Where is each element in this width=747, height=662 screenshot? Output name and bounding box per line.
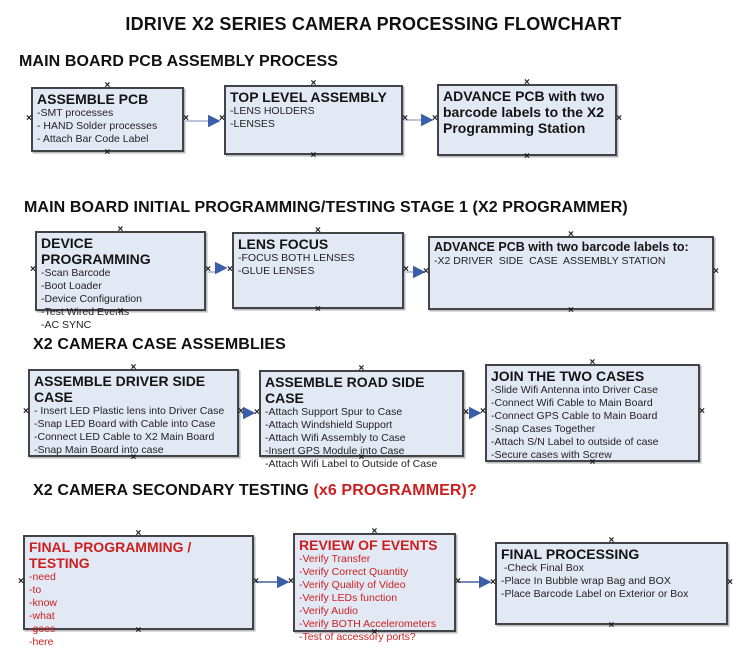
box-line: -Connect GPS Cable to Main Board <box>491 410 658 422</box>
box-line: -Attach S/N Label to outside of case <box>491 436 659 448</box>
box-line: -Test Wired Events <box>41 306 130 318</box>
flow-box-assemble-driver-side-case: ASSEMBLE DRIVER SIDE CASE - Insert LED P… <box>23 363 244 463</box>
flow-box-final-programming-testing: FINAL PROGRAMMING / TESTING -need -to -k… <box>18 529 259 649</box>
box-line: -LENS HOLDERS <box>230 105 315 117</box>
box-line: -Verify Transfer <box>299 553 371 565</box>
section-heading-red-suffix: (x6 PROGRAMMER)? <box>308 482 477 499</box>
box-line: -Verify LEDs function <box>299 592 398 604</box>
box-line: -AC SYNC <box>41 319 92 331</box>
box-line: -Snap Cases Together <box>491 423 596 435</box>
box-line: -Device Configuration <box>41 293 142 305</box>
box-line: -Place Barcode Label on Exterior or Box <box>501 588 689 600</box>
box-line: - HAND Solder processes <box>37 120 158 132</box>
box-line: -Secure cases with Screw <box>491 449 612 461</box>
box-line: -Boot Loader <box>41 280 102 292</box>
box-line: -Insert GPS Module into Case <box>265 445 405 457</box>
box-line: -LENSES <box>230 118 275 130</box>
flow-box-final-processing: FINAL PROCESSING -Check Final Box -Place… <box>490 536 733 631</box>
section-heading-pcb-assembly: MAIN BOARD PCB ASSEMBLY PROCESS <box>19 53 338 70</box>
box-line: -Attach Support Spur to Case <box>265 406 403 418</box>
flow-box-device-programming: DEVICE PROGRAMMING -Scan Barcode -Boot L… <box>30 225 211 332</box>
box-line: - Insert LED Plastic lens into Driver Ca… <box>34 405 225 417</box>
box-line: -here <box>29 636 54 648</box>
box-line: -X2 DRIVER SIDE CASE ASSEMBLY STATION <box>434 255 666 267</box>
flow-box-top-level-assembly: TOP LEVEL ASSEMBLY -LENS HOLDERS -LENSES… <box>219 79 408 161</box>
box-line: -goes <box>29 623 56 635</box>
box-line: -Test of accessory ports? <box>299 631 416 643</box>
box-title: FINAL PROGRAMMING / TESTING <box>29 539 192 571</box>
box-title: ASSEMBLE DRIVER SIDE CASE <box>34 373 206 405</box>
box-line: -know <box>29 597 58 609</box>
box-line: -what <box>29 610 55 622</box>
box-title: ASSEMBLE PCB <box>37 91 149 107</box>
flow-box-lens-focus: LENS FOCUS -FOCUS BOTH LENSES -GLUE LENS… <box>227 226 409 315</box>
section-heading-case-assemblies: X2 CAMERA CASE ASSEMBLIES <box>33 336 286 353</box>
flow-box-advance-pcb-programming-station: ADVANCE PCB with two barcode labels to t… <box>432 78 622 162</box>
box-line: -Scan Barcode <box>41 267 111 279</box>
box-line: -SMT processes <box>37 107 114 119</box>
box-title: LENS FOCUS <box>238 236 329 252</box>
box-title: ADVANCE PCB with two barcode labels to: <box>434 240 689 254</box>
box-title: FINAL PROCESSING <box>501 546 640 562</box>
box-title: REVIEW OF EVENTS <box>299 537 438 553</box>
page-title: IDRIVE X2 SERIES CAMERA PROCESSING FLOWC… <box>125 14 622 34</box>
section-heading-initial-programming: MAIN BOARD INITIAL PROGRAMMING/TESTING S… <box>24 199 628 216</box>
box-line: -Connect LED Cable to X2 Main Board <box>34 431 215 443</box>
box-title: ASSEMBLE ROAD SIDE CASE <box>265 374 425 406</box>
box-line: -Verify Correct Quantity <box>299 566 409 578</box>
arrow-device-to-lensfocus <box>208 261 228 275</box>
box-line: -Check Final Box <box>501 562 584 574</box>
box-line: -FOCUS BOTH LENSES <box>238 252 355 264</box>
box-line: -Slide Wifi Antenna into Driver Case <box>491 384 658 396</box>
box-line: -Connect Wifi Cable to Main Board <box>491 397 653 409</box>
box-line: - Attach Bar Code Label <box>37 133 149 145</box>
flow-box-advance-pcb-driver-side-station: ADVANCE PCB with two barcode labels to: … <box>423 230 719 316</box>
box-line: -GLUE LENSES <box>238 265 315 277</box>
flow-box-assemble-pcb: ASSEMBLE PCB -SMT processes - HAND Solde… <box>26 81 189 158</box>
box-line: -Place In Bubble wrap Bag and BOX <box>501 575 671 587</box>
section-heading-text: X2 CAMERA SECONDARY TESTING <box>33 482 309 499</box>
box-title: ADVANCE PCB with two barcode labels to t… <box>443 88 605 136</box>
box-line: -Verify BOTH Accelerometers <box>299 618 437 630</box>
box-line: -need <box>29 571 56 583</box>
section-heading-secondary-testing: X2 CAMERA SECONDARY TESTING (x6 PROGRAMM… <box>33 482 477 500</box>
flow-box-assemble-road-side-case: ASSEMBLE ROAD SIDE CASE -Attach Support … <box>254 364 469 471</box>
box-line: -Snap LED Board with Cable into Case <box>34 418 216 430</box>
box-line: -Attach Windshield Support <box>265 419 393 431</box>
box-line: -Verify Audio <box>299 605 358 617</box>
box-line: -Snap Main Board into case <box>34 444 164 456</box>
flow-box-review-of-events: REVIEW OF EVENTS -Verify Transfer -Verif… <box>288 527 461 644</box>
flow-box-join-the-two-cases: JOIN THE TWO CASES -Slide Wifi Antenna i… <box>480 358 705 468</box>
box-line: -Attach Wifi Label to Outside of Case <box>265 458 438 470</box>
box-title: JOIN THE TWO CASES <box>491 368 645 384</box>
box-line: -Verify Quality of Video <box>299 579 406 591</box>
box-title: TOP LEVEL ASSEMBLY <box>230 89 387 105</box>
box-line: -Attach Wifi Assembly to Case <box>265 432 406 444</box>
box-line: -to <box>29 584 42 596</box>
box-title: DEVICE PROGRAMMING <box>41 235 151 267</box>
